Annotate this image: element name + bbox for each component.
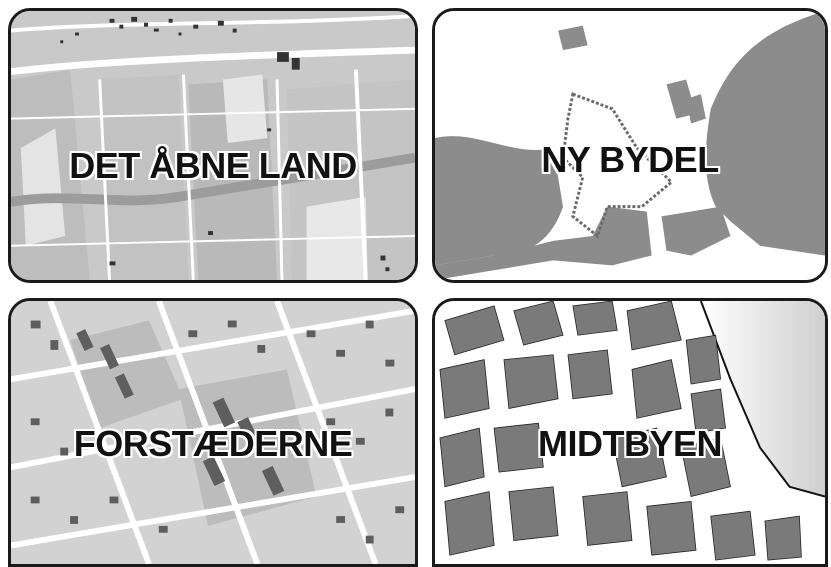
panel-title-open-land: DET ÅBNE LAND [69,145,357,186]
map-panel-city-center: MIDTBYEN [432,298,828,567]
map-panel-suburbs: FORSTÆDERNE [8,298,418,567]
panel-title-suburbs: FORSTÆDERNE [73,423,353,464]
new-district-map [435,11,825,280]
panel-title-city-center: MIDTBYEN [538,423,723,464]
map-panel-open-land: DET ÅBNE LAND [8,8,418,283]
open-land-map [11,11,415,280]
map-panel-new-district: NY BYDEL [432,8,828,283]
suburbs-map [11,301,415,564]
panel-title-new-district: NY BYDEL [541,139,719,180]
city-center-map [435,301,825,564]
